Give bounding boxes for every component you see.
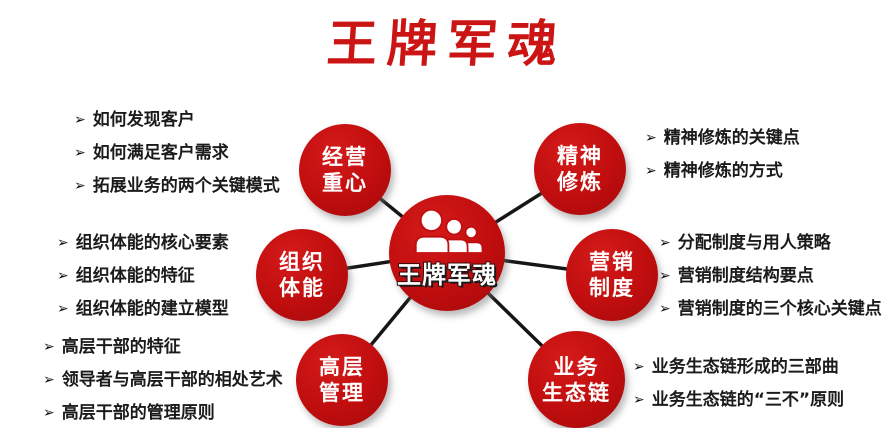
node-label: 重心 [322,171,368,195]
list-item-text: 业务生态链的“三不”原则 [651,390,845,410]
arrow-bullet-icon: ➢ [74,178,86,194]
node-label: 生态链 [542,380,611,405]
arrow-bullet-icon: ➢ [57,235,69,251]
node-label: 营销 [589,250,635,274]
arrow-bullet-icon: ➢ [645,163,657,179]
node-label: 业务 [553,354,600,379]
list-item-text: 如何发现客户 [92,110,195,130]
list-item-text: 高层干部的管理原则 [61,403,215,423]
list-item: ➢ 组织体能的核心要素 [57,227,229,260]
list-item: ➢ 领导者与高层干部的相处艺术 [43,364,283,397]
list-item: ➢ 营销制度的三个核心关键点 [659,293,882,326]
node-label: 修炼 [557,170,603,194]
list-item-text: 组织体能的核心要素 [75,233,229,253]
arrow-bullet-icon: ➢ [633,359,645,375]
list-item: ➢ 如何发现客户 [74,104,280,137]
list-item: ➢ 拓展业务的两个关键模式 [74,170,280,203]
bullet-list-spirit-practice: ➢ 精神修炼的关键点 ➢ 精神修炼的方式 [645,122,800,188]
list-item-text: 精神修炼的方式 [663,161,783,181]
node-business-focus: 经营 重心 [299,124,391,216]
arrow-bullet-icon: ➢ [633,392,645,408]
list-item-text: 领导者与高层干部的相处艺术 [61,370,283,390]
node-label: 精神 [557,144,603,168]
list-item: ➢ 高层干部的特征 [43,331,283,364]
node-spirit-practice: 精神 修炼 [534,123,626,215]
node-business-ecochain: 业务 生态链 [528,331,625,428]
arrow-bullet-icon: ➢ [43,405,55,421]
list-item: ➢ 业务生态链的“三不”原则 [633,384,844,417]
list-item-text: 高层干部的特征 [61,337,181,357]
people-icon [414,209,484,253]
node-org-fitness: 组织 体能 [256,229,348,321]
bullet-list-business-ecochain: ➢ 业务生态链形成的三部曲 ➢ 业务生态链的“三不”原则 [633,351,844,417]
arrow-bullet-icon: ➢ [43,372,55,388]
hub-node: 王牌军魂 [389,195,505,311]
node-label: 管理 [319,381,365,405]
arrow-bullet-icon: ➢ [74,112,86,128]
list-item-text: 营销制度的三个核心关键点 [677,299,882,319]
node-marketing-system: 营销 制度 [566,229,658,321]
diagram-title: 王牌军魂 [325,14,570,73]
bullet-list-business-focus: ➢ 如何发现客户 ➢ 如何满足客户需求 ➢ 拓展业务的两个关键模式 [74,104,280,203]
list-item-text: 营销制度结构要点 [677,266,814,286]
node-label: 高层 [319,355,365,379]
list-item: ➢ 精神修炼的方式 [645,155,800,188]
list-item: ➢ 组织体能的建立模型 [57,293,229,326]
list-item: ➢ 业务生态链形成的三部曲 [633,351,844,384]
list-item: ➢ 营销制度结构要点 [659,260,882,293]
hub-label: 王牌军魂 [397,261,497,289]
arrow-bullet-icon: ➢ [57,268,69,284]
arrow-bullet-icon: ➢ [659,268,671,284]
list-item-text: 分配制度与用人策略 [677,233,831,253]
bullet-list-senior-management: ➢ 高层干部的特征 ➢ 领导者与高层干部的相处艺术 ➢ 高层干部的管理原则 [43,331,283,428]
list-item: ➢ 高层干部的管理原则 [43,397,283,428]
node-label: 组织 [279,250,325,274]
node-label: 体能 [279,276,325,300]
list-item-text: 精神修炼的关键点 [663,128,800,148]
node-label: 经营 [322,145,368,169]
list-item-text: 业务生态链形成的三部曲 [651,357,839,377]
list-item: ➢ 如何满足客户需求 [74,137,280,170]
arrow-bullet-icon: ➢ [659,235,671,251]
arrow-bullet-icon: ➢ [57,301,69,317]
list-item-text: 组织体能的特征 [75,266,195,286]
list-item-text: 如何满足客户需求 [92,143,229,163]
list-item: ➢ 组织体能的特征 [57,260,229,293]
arrow-bullet-icon: ➢ [43,339,55,355]
list-item-text: 组织体能的建立模型 [75,299,229,319]
arrow-bullet-icon: ➢ [645,130,657,146]
list-item: ➢ 精神修炼的关键点 [645,122,800,155]
bullet-list-marketing-system: ➢ 分配制度与用人策略 ➢ 营销制度结构要点 ➢ 营销制度的三个核心关键点 [659,227,882,326]
list-item: ➢ 分配制度与用人策略 [659,227,882,260]
node-senior-management: 高层 管理 [296,334,388,426]
arrow-bullet-icon: ➢ [74,145,86,161]
list-item-text: 拓展业务的两个关键模式 [92,176,280,196]
arrow-bullet-icon: ➢ [659,301,671,317]
node-label: 制度 [589,276,635,300]
bullet-list-org-fitness: ➢ 组织体能的核心要素 ➢ 组织体能的特征 ➢ 组织体能的建立模型 [57,227,229,326]
